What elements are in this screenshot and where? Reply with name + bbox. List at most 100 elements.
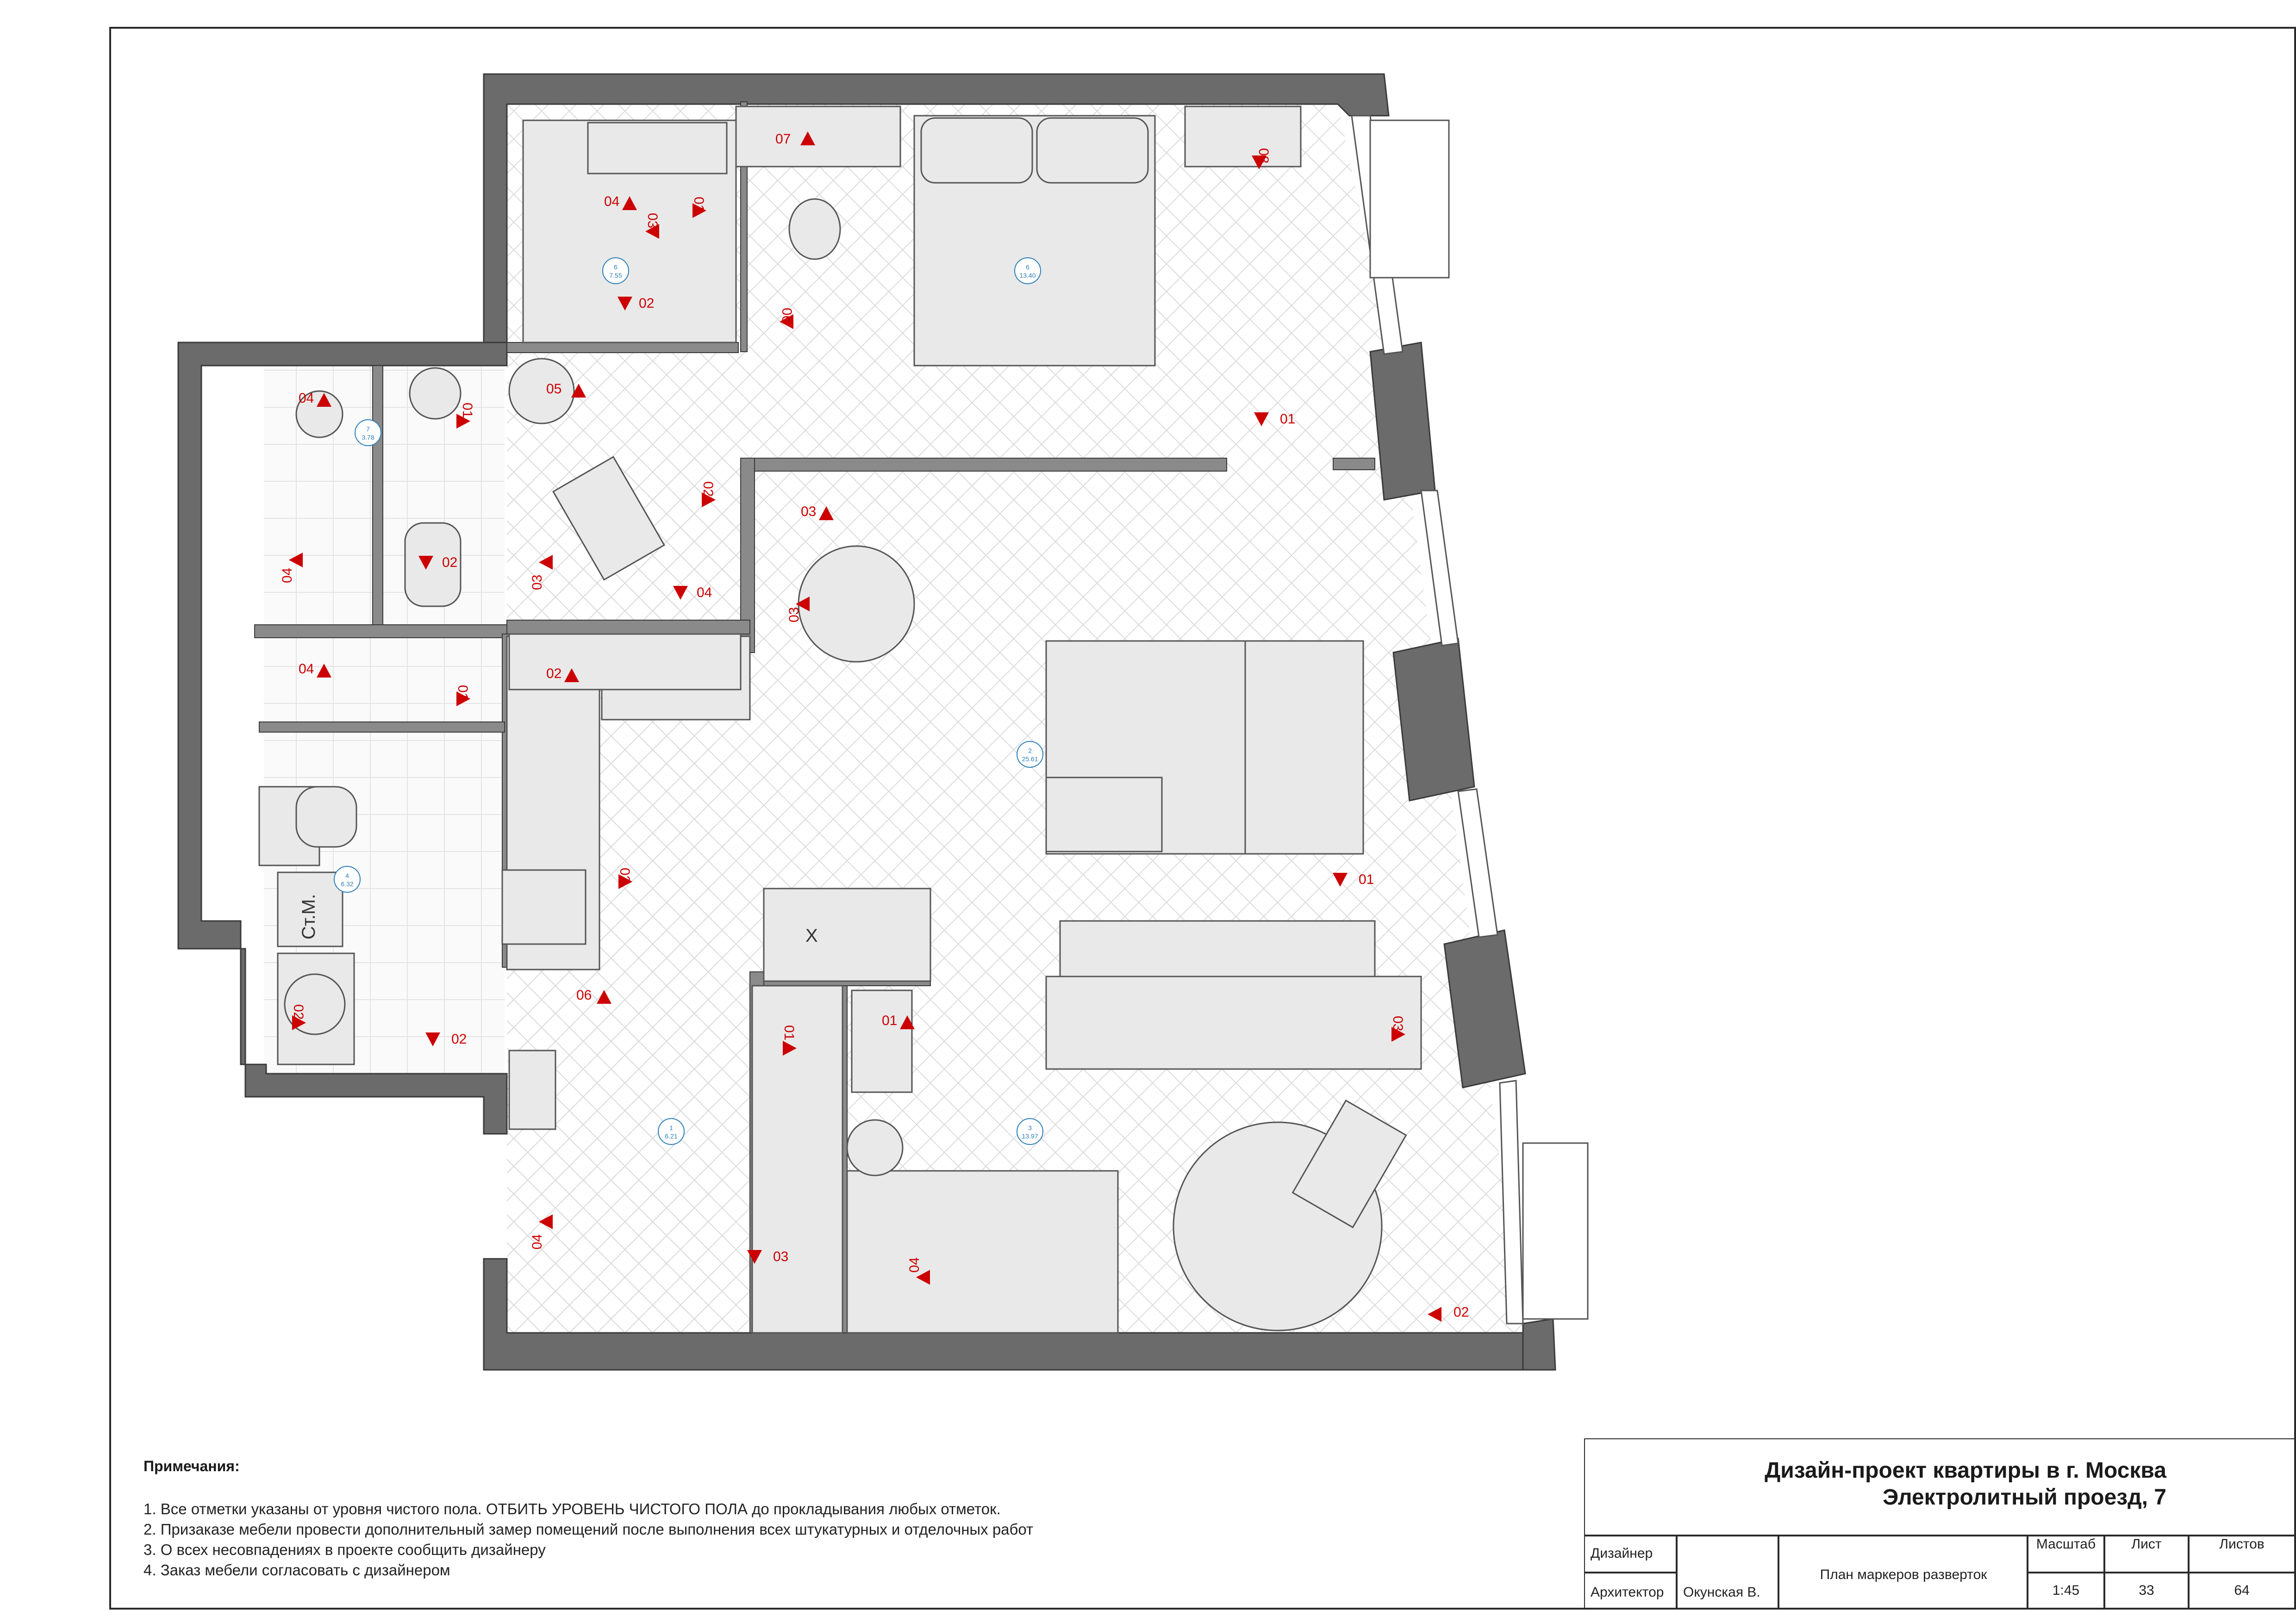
room-tag xyxy=(355,419,381,446)
windows xyxy=(1351,115,1589,1325)
marker-triangle-icon xyxy=(1252,155,1267,169)
marker-label: 04 xyxy=(299,391,314,406)
marker-triangle-icon xyxy=(900,1015,915,1029)
elevation-marker: 01 xyxy=(456,403,475,429)
elevation-marker: 03 xyxy=(530,555,553,590)
room-number: 6 xyxy=(614,263,618,271)
marker-label: 02 xyxy=(617,868,632,883)
room-area: 6.21 xyxy=(665,1132,677,1140)
marker-triangle-icon xyxy=(289,553,303,567)
room-area: 6.32 xyxy=(341,880,353,888)
sheets-value: 64 xyxy=(2234,1583,2250,1598)
marker-label: 05 xyxy=(546,381,562,397)
elevation-marker: 01 xyxy=(882,1013,915,1029)
marker-label: 02 xyxy=(700,481,716,497)
elevation-marker: 02 xyxy=(425,1032,467,1047)
elevation-marker: 04 xyxy=(673,585,712,600)
architect-name: Окунская В. xyxy=(1683,1585,1760,1600)
marker-label: 03 xyxy=(530,575,545,590)
note-line: 2. Призаказе мебели провести дополнитель… xyxy=(144,1521,1034,1538)
room-tags xyxy=(334,257,1043,1145)
elevation-marker: 04 xyxy=(299,661,331,678)
elevation-marker: 02 xyxy=(546,666,579,682)
room-number: 4 xyxy=(345,872,349,879)
elevation-marker: 01 xyxy=(1333,872,1374,887)
marker-label: 03 xyxy=(1390,1016,1405,1031)
elevation-marker: 02 xyxy=(418,555,457,570)
marker-label: 03 xyxy=(786,607,802,622)
marker-label: 01 xyxy=(1359,872,1374,887)
marker-label: 03 xyxy=(801,504,816,519)
marker-label: 04 xyxy=(530,1234,545,1250)
elevation-marker: 03 xyxy=(1390,1016,1405,1042)
marker-label: 01 xyxy=(460,403,475,418)
outer-walls xyxy=(177,73,1556,1371)
room-number: 7 xyxy=(366,425,370,433)
title-block-grid xyxy=(1584,1438,2296,1610)
room-tag xyxy=(334,866,361,893)
elevation-marker: 01 xyxy=(691,197,706,218)
marker-label: 04 xyxy=(604,194,619,209)
elevation-marker: 04 xyxy=(299,391,331,407)
elevation-marker: 03 xyxy=(645,213,660,239)
room-tag xyxy=(1017,741,1043,768)
storage-label: Ст.М. xyxy=(299,894,319,939)
marker-label: 06 xyxy=(779,308,794,323)
marker-label: 08 xyxy=(1256,148,1271,163)
marker-triangle-icon xyxy=(673,586,688,600)
marker-triangle-icon xyxy=(645,224,659,239)
room-tag xyxy=(1017,1118,1043,1145)
note-line: 1. Все отметки указаны от уровня чистого… xyxy=(144,1500,1001,1517)
room-number: 2 xyxy=(1028,747,1032,754)
note-line: 4. Заказ мебели согласовать с дизайнером xyxy=(144,1561,450,1579)
marker-triangle-icon xyxy=(292,1015,306,1030)
elevation-marker: 04 xyxy=(604,194,637,210)
furniture xyxy=(258,106,1422,1334)
marker-triangle-icon xyxy=(456,691,470,706)
elevation-marker: 02 xyxy=(617,868,632,889)
project-title-line-2: Электролитный проезд, 7 xyxy=(1883,1485,2166,1510)
room-tag xyxy=(658,1118,685,1145)
marker-label: 02 xyxy=(1454,1305,1469,1320)
room-area: 7.55 xyxy=(609,272,622,279)
room-number: 6 xyxy=(1026,263,1029,271)
notes-title: Примечания: xyxy=(144,1458,240,1474)
sheet-value: 33 xyxy=(2139,1583,2154,1598)
elevation-markers: 07 08 04 03 01 02 06 04 05 01 01 02 02 04 03 04 03 03 02 04… xyxy=(280,131,1469,1322)
marker-label: 02 xyxy=(291,1004,306,1020)
note-line: 3. О всех несовпадениях в проекте сообщи… xyxy=(144,1541,546,1558)
elevation-marker: 02 xyxy=(1428,1305,1469,1322)
marker-label: 03 xyxy=(773,1249,788,1264)
marker-triangle-icon xyxy=(539,1214,553,1229)
marker-label: 01 xyxy=(1280,411,1295,427)
marker-triangle-icon xyxy=(317,664,331,678)
elevation-marker: 03 xyxy=(801,504,834,520)
marker-triangle-icon xyxy=(564,668,579,682)
marker-label: 04 xyxy=(697,585,712,600)
marker-triangle-icon xyxy=(425,1032,440,1046)
marker-label: 02 xyxy=(546,666,562,681)
room-area: 3.78 xyxy=(362,434,374,441)
marker-triangle-icon xyxy=(783,1041,797,1056)
room-tag-labels: 6 7.55 6 13.40 7 3.78 2 25.61 4 6.32 1 6… xyxy=(341,263,1038,1140)
elevation-marker: 02 xyxy=(291,1004,306,1030)
marker-label: 06 xyxy=(576,988,592,1003)
elevation-marker: 07 xyxy=(775,131,815,147)
elevation-marker: 03 xyxy=(786,597,810,622)
marker-triangle-icon xyxy=(747,1250,762,1264)
elevation-marker: 01 xyxy=(455,685,470,706)
scale-value: 1:45 xyxy=(2052,1583,2080,1598)
elevation-marker: 04 xyxy=(530,1214,553,1250)
room-area: 25.61 xyxy=(1022,755,1038,763)
marker-triangle-icon xyxy=(1391,1027,1405,1042)
marker-triangle-icon xyxy=(618,297,632,311)
architect-label: Архитектор xyxy=(1591,1585,1664,1600)
sheet-frame xyxy=(109,27,2296,1610)
marker-label: 03 xyxy=(645,213,660,228)
room-number: 1 xyxy=(669,1124,673,1132)
marker-triangle-icon xyxy=(618,874,632,889)
marker-triangle-icon xyxy=(693,203,706,218)
elevation-marker: 02 xyxy=(700,481,716,507)
marker-triangle-icon xyxy=(571,384,586,398)
